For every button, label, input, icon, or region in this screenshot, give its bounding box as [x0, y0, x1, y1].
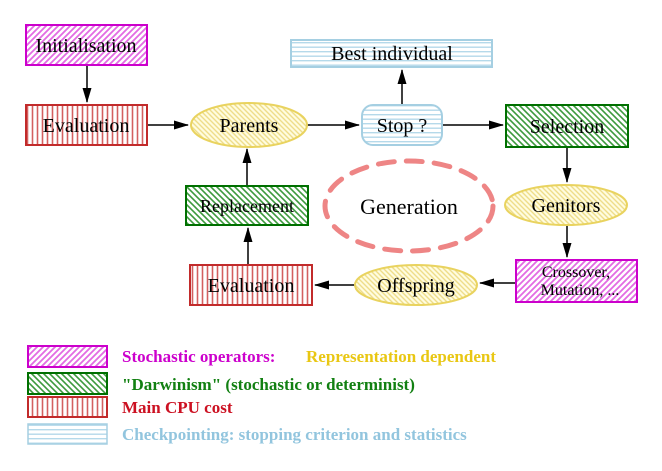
node-crossover-box	[515, 259, 638, 303]
legend-red-stripes-swatch	[27, 396, 108, 418]
generation-label: Generation	[360, 194, 458, 219]
node-initialisation-label: Initialisation	[35, 35, 136, 57]
legend-darwinism-label: "Darwinism" (stochastic or determinist)	[122, 375, 415, 394]
node-parents-label: Parents	[220, 115, 279, 137]
node-selection-label: Selection	[530, 116, 604, 138]
node-replacement-box	[185, 185, 309, 226]
legend-representation-dependent-label: Representation dependent	[306, 347, 496, 366]
node-replacement-label: Replacement	[200, 196, 294, 216]
node-crossover-label-line1: Crossover,	[542, 264, 610, 281]
diagram-arrows	[82, 65, 572, 290]
node-offspring-ellipse	[354, 264, 478, 306]
node-selection-box	[505, 104, 629, 148]
node-initialisation-box	[25, 24, 148, 66]
node-crossover-label-line2: Mutation, ...	[541, 282, 620, 299]
legend-main-cpu-cost-label: Main CPU cost	[122, 398, 233, 417]
node-best-individual-label: Best individual	[331, 43, 453, 65]
legend-green-hatch-swatch	[27, 372, 108, 395]
legend-stochastic-operators-label: Stochastic operators:	[122, 347, 275, 366]
legend-cyan-stripes-swatch	[27, 423, 108, 445]
node-stop-box	[361, 104, 443, 146]
node-parents-ellipse	[190, 102, 308, 148]
generation-dashed-ellipse	[322, 158, 496, 254]
node-stop-label: Stop ?	[377, 115, 428, 137]
legend-magenta-hatch-swatch	[27, 345, 108, 368]
node-evaluation-top-box	[25, 104, 148, 146]
node-best-individual-box	[290, 39, 493, 68]
node-genitors-ellipse	[504, 184, 628, 226]
node-offspring-label: Offspring	[377, 275, 454, 297]
node-evaluation-top-label: Evaluation	[43, 115, 130, 137]
legend: Stochastic operators: Representation dep…	[27, 345, 496, 445]
node-evaluation-bottom-label: Evaluation	[208, 275, 295, 297]
node-evaluation-bottom-box	[189, 264, 313, 306]
legend-checkpointing-label: Checkpointing: stopping criterion and st…	[122, 425, 467, 444]
node-genitors-label: Genitors	[532, 195, 601, 217]
